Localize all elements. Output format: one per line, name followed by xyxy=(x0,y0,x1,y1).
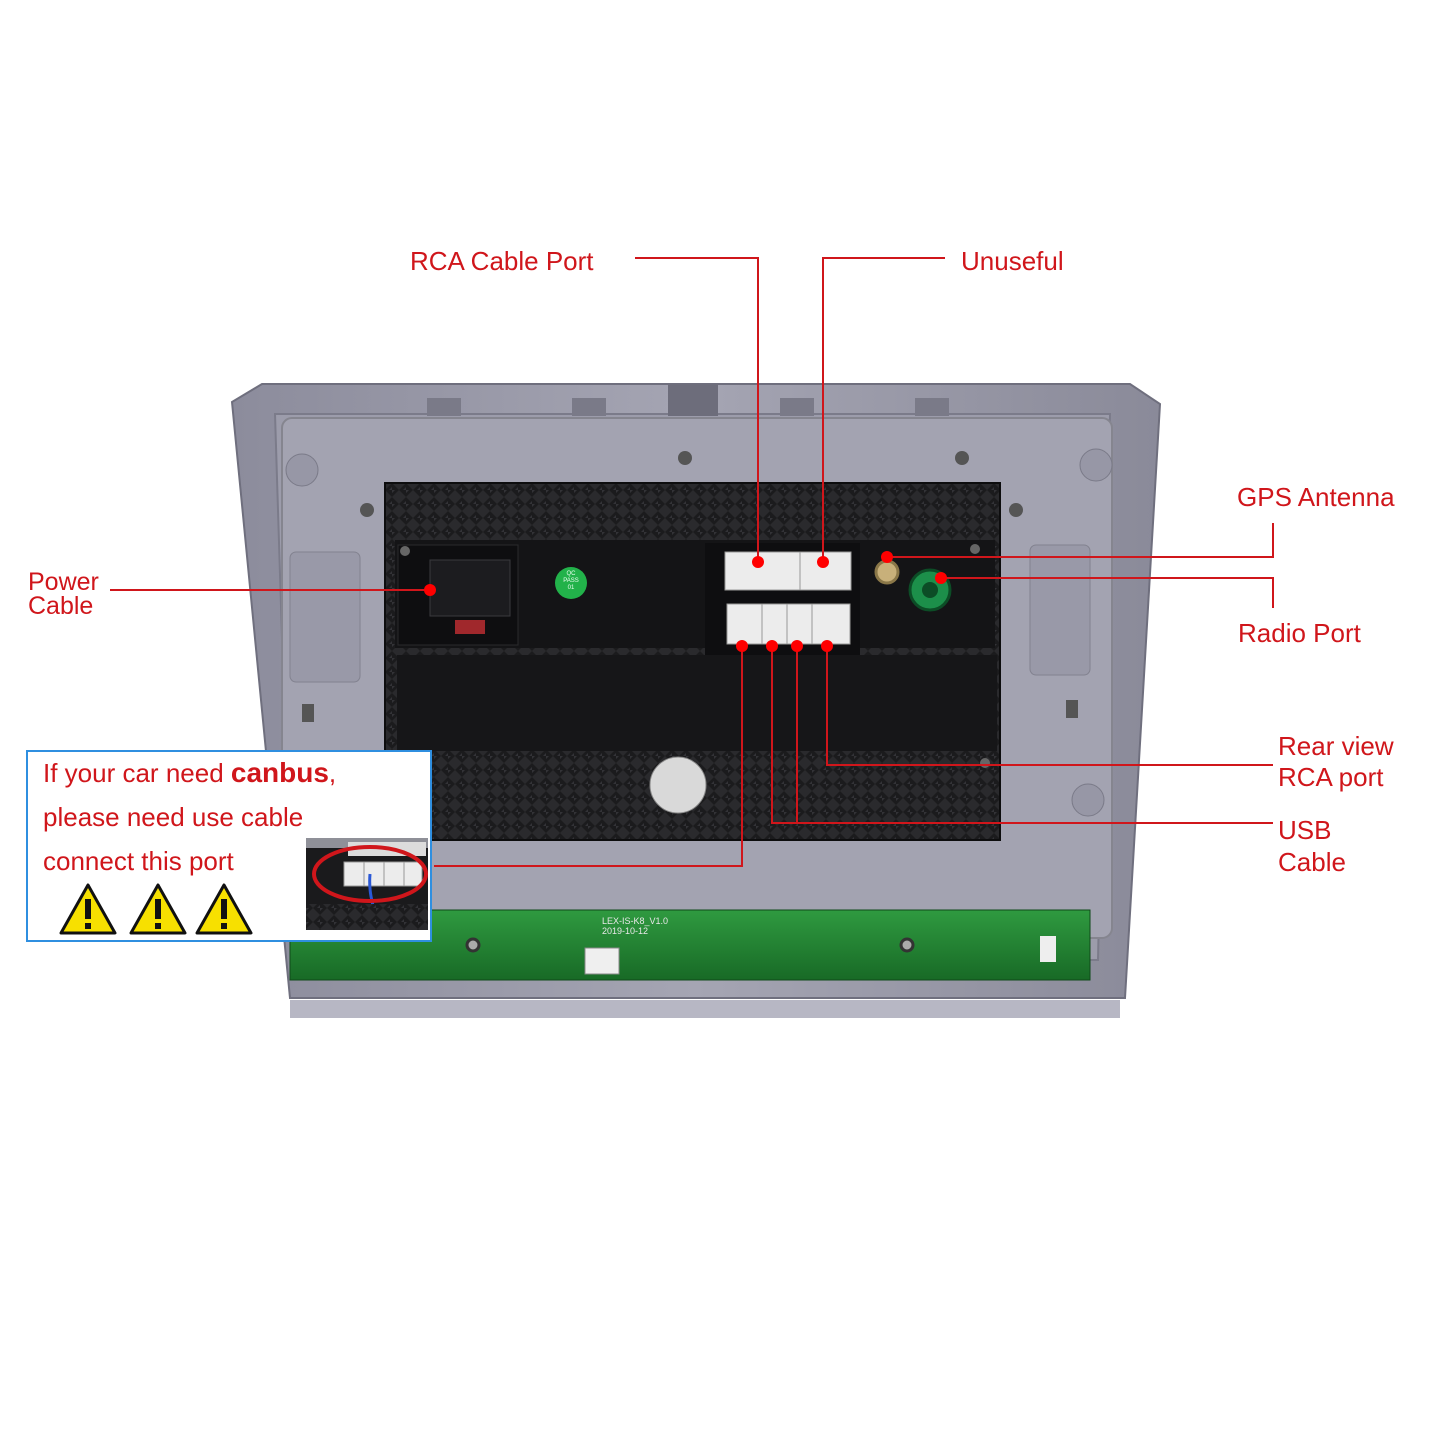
warning-triangle-icon xyxy=(59,883,117,935)
label-usb-cable: USB Cable xyxy=(1278,814,1346,878)
canbus-keyword: canbus xyxy=(230,757,329,788)
rca-cable-leader xyxy=(635,257,759,562)
unuseful-leader xyxy=(822,257,945,562)
marker-canbus xyxy=(736,640,748,652)
rear-view-leader xyxy=(826,647,1273,766)
canbus-note-box: If your car need canbus, please need use… xyxy=(26,750,432,942)
chassis xyxy=(384,482,1001,841)
marker-gps xyxy=(881,551,893,563)
label-power-cable-line2: Cable xyxy=(28,592,94,620)
marker-rear-view xyxy=(821,640,833,652)
label-usb-line1: USB xyxy=(1278,815,1332,845)
marker-rca xyxy=(752,556,764,568)
canbus-note-line2: please need use cable xyxy=(43,802,304,832)
label-radio-port: Radio Port xyxy=(1238,618,1361,648)
usb-leader-a xyxy=(771,647,1273,824)
radio-leader xyxy=(941,577,1274,608)
pcb-model-text: LEX-IS-K8_V1.0 xyxy=(602,916,668,926)
marker-power xyxy=(424,584,436,596)
gps-leader xyxy=(887,523,1274,558)
warning-triangle-icon xyxy=(129,883,187,935)
label-power-cable-line1: Power xyxy=(28,568,99,596)
canbus-note-line1: If your car need canbus, xyxy=(43,757,337,789)
label-power-cable: Power Cable xyxy=(28,569,99,619)
qc-sticker-line1: QC xyxy=(566,571,576,577)
marker-usb-b xyxy=(791,640,803,652)
marker-radio xyxy=(935,572,947,584)
qc-sticker-line3: 01 xyxy=(567,585,575,591)
marker-usb-a xyxy=(766,640,778,652)
label-rear-view-line2: RCA port xyxy=(1278,762,1384,792)
pcb-date-text: 2019-10-12 xyxy=(602,926,648,936)
qc-sticker: QC PASS 01 xyxy=(557,571,585,592)
canbus-leader xyxy=(434,647,743,867)
canbus-port-closeup xyxy=(306,838,428,930)
label-gps-antenna: GPS Antenna xyxy=(1237,482,1395,512)
label-rear-view-rca: Rear view RCA port xyxy=(1278,731,1394,793)
label-rear-view-line1: Rear view xyxy=(1278,731,1394,761)
label-unuseful: Unuseful xyxy=(961,246,1064,276)
canbus-note-prefix: If your car need xyxy=(43,758,231,788)
label-rca-cable-port: RCA Cable Port xyxy=(410,246,594,276)
canbus-note-suffix: , xyxy=(328,758,337,788)
warning-triangle-icon xyxy=(195,883,253,935)
canbus-note-line3: connect this port xyxy=(43,846,234,876)
marker-unuseful xyxy=(817,556,829,568)
label-usb-line2: Cable xyxy=(1278,847,1346,877)
qc-sticker-line2: PASS xyxy=(563,578,579,584)
